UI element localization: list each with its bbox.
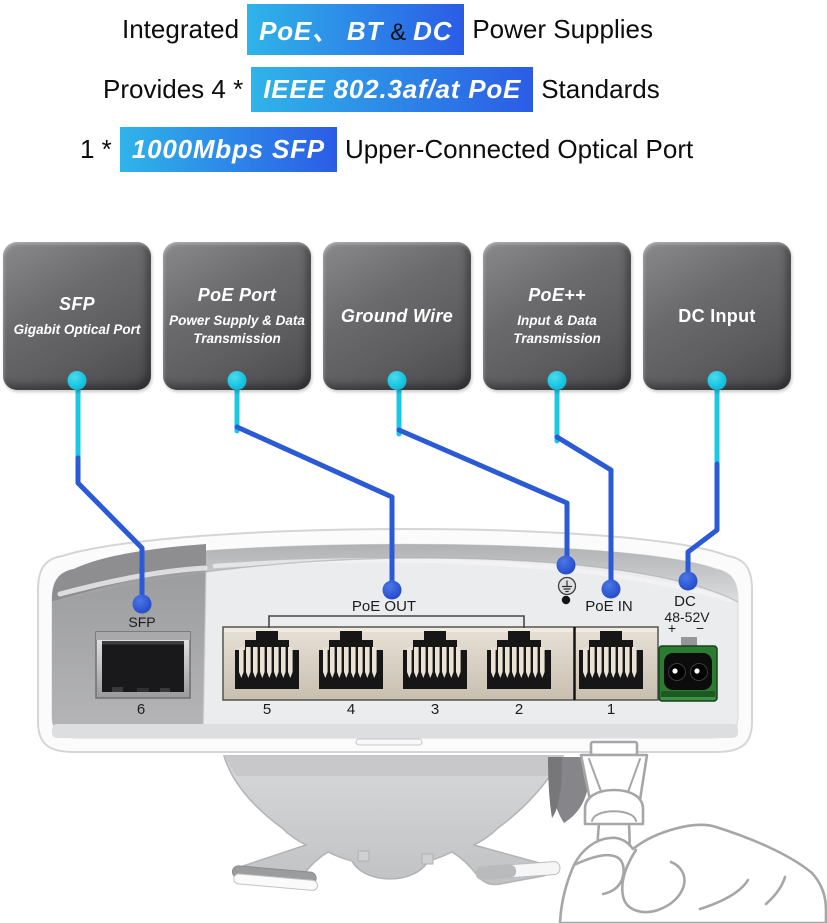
- headline-integrated-power: Integrated PoE、 BT&DC Power Supplies: [122, 3, 653, 55]
- dc-voltage-label: 48-52V: [664, 609, 710, 625]
- callout-row: SFP Gigabit Optical Port PoE Port Power …: [3, 242, 791, 390]
- bracket-right-foot: [475, 861, 561, 881]
- port-number-4: 4: [346, 701, 356, 718]
- connector-start-dot-icon: [387, 371, 407, 390]
- indicator-dot: [561, 595, 571, 605]
- callout-sfp: SFP Gigabit Optical Port: [3, 242, 151, 390]
- headline-1-highlight-b: DC: [413, 15, 453, 46]
- callout-ground-wire: Ground Wire: [323, 242, 471, 390]
- connector-end-dot-ground: [556, 555, 576, 575]
- connector-line-sfp-blue: [75, 455, 145, 607]
- callout-poe-plus-plus-title: PoE++: [528, 284, 586, 305]
- headline-3-suffix: Upper-Connected Optical Port: [344, 133, 694, 164]
- headline-1-highlight-a: PoE、 BT: [259, 15, 384, 46]
- connector-end-dots: [132, 555, 698, 614]
- headline-3-prefix: 1 *: [80, 133, 112, 164]
- connector-line-poe-port-blue: [234, 424, 395, 594]
- headline-1-highlight: PoE、 BT&DC: [247, 3, 465, 55]
- device-bottom-slot: [355, 738, 423, 746]
- headline-poe-standards: Provides 4 * IEEE 802.3af/at PoE Standar…: [103, 65, 660, 113]
- callout-poe-port-title: PoE Port: [197, 284, 277, 305]
- plug-tab: [589, 740, 639, 757]
- hand-illustration: [558, 740, 827, 923]
- callout-poe-plus-plus-subtitle: Input & Data Transmission: [513, 312, 601, 346]
- connector-end-dot-dc: [678, 571, 698, 591]
- sfp-port-label: SFP: [128, 614, 156, 630]
- device-bottom-shade: [52, 724, 738, 738]
- connector-line-dc-blue: [685, 461, 720, 584]
- bracket-left-foot: [231, 865, 319, 891]
- dc-label: DC: [674, 593, 696, 610]
- poe-out-label: PoE OUT: [351, 598, 417, 615]
- callout-dc-input-title: DC Input: [678, 305, 756, 326]
- rj45-port-block: [222, 615, 659, 701]
- callout-sfp-subtitle: Gigabit Optical Port: [13, 321, 141, 337]
- headline-2-prefix: Provides 4 *: [103, 73, 244, 104]
- headline-2-highlight: IEEE 802.3af/at PoE: [251, 66, 534, 112]
- callout-ground-wire-title: Ground Wire: [340, 305, 454, 326]
- dc-terminal-block: [658, 637, 718, 702]
- port-number-2: 2: [514, 701, 524, 718]
- connector-start-dot-icon: [707, 371, 727, 390]
- finger-crease-2: [764, 875, 787, 906]
- callout-poe-port-subtitle: Power Supply & Data Transmission: [169, 312, 305, 346]
- headline-2-suffix: Standards: [541, 73, 660, 104]
- dc-plus-label: +: [667, 620, 677, 636]
- mount-bracket: [222, 755, 565, 891]
- dc-minus-label: −: [695, 620, 705, 636]
- connector-lines: [75, 378, 720, 607]
- plug-collar: [583, 788, 645, 826]
- poe-out-bracket-line: [268, 615, 525, 628]
- port-number-6: 6: [136, 701, 146, 718]
- callout-sfp-title: SFP: [59, 293, 95, 314]
- callout-poe-plus-plus: PoE++ Input & Data Transmission: [483, 242, 631, 390]
- connector-end-dot-poe-out: [382, 580, 402, 600]
- connector-line-ground-blue: [396, 427, 570, 567]
- ground-symbol-icon: [557, 576, 577, 596]
- hand-outline: [558, 823, 827, 923]
- headline-1-prefix: Integrated: [122, 13, 240, 44]
- connector-end-dot-sfp: [132, 594, 152, 614]
- connector-start-dot-icon: [67, 371, 87, 390]
- port-number-5: 5: [262, 701, 272, 718]
- port-number-1: 1: [606, 701, 616, 718]
- callout-poe-port: PoE Port Power Supply & Data Transmissio…: [163, 242, 311, 390]
- sfp-port: [95, 631, 191, 699]
- finger-crease-1: [698, 878, 750, 911]
- callout-dc-input: DC Input: [643, 242, 791, 390]
- poe-in-label: PoE IN: [585, 598, 633, 615]
- headline-1-suffix: Power Supplies: [472, 13, 653, 44]
- connector-end-dot-poe-in: [601, 579, 621, 599]
- port-number-3: 3: [430, 701, 440, 718]
- index-finger-line: [621, 848, 686, 914]
- connector-line-poe-in-blue: [554, 434, 614, 592]
- thumb-line: [572, 853, 625, 896]
- headline-1-ampersand: &: [390, 18, 407, 46]
- connector-start-dot-icon: [547, 371, 567, 390]
- connector-start-dot-icon: [227, 371, 247, 390]
- headline-3-highlight: 1000Mbps SFP: [119, 126, 337, 172]
- mount-stem-shadow: [548, 757, 562, 818]
- headline-sfp-port: 1 * 1000Mbps SFP Upper-Connected Optical…: [80, 125, 693, 173]
